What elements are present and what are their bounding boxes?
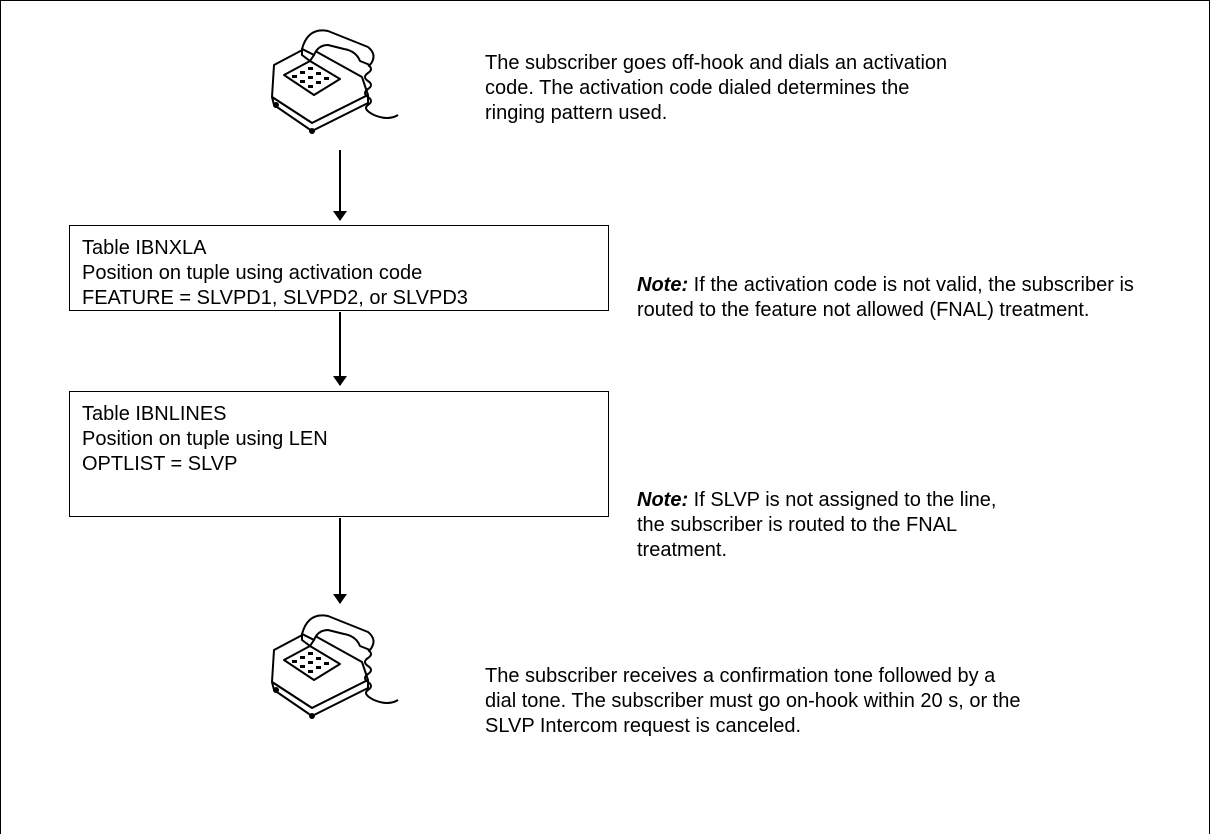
note-invalid-code: Note: If the activation code is not vali… [637,273,1137,323]
start-description: The subscriber goes off-hook and dials a… [485,52,948,124]
table-ibnxla-box: Table IBNXLA Position on tuple using act… [69,225,609,311]
box2-line2: Position on tuple using LEN [82,428,328,450]
telephone-icon [271,29,399,134]
telephone-icon [271,614,399,719]
box2-line3: OPTLIST = SLVP [82,453,238,475]
note-label: Note: [637,489,689,511]
note-slvp-not-assigned: Note: If SLVP is not assigned to the lin… [637,488,1017,563]
box1-line3: FEATURE = SLVPD1, SLVPD2, or SLVPD3 [82,287,468,309]
box1-line2: Position on tuple using activation code [82,262,423,284]
note-label: Note: [637,274,689,296]
note-text: If the activation code is not valid, the… [637,274,1134,321]
box2-line1: Table IBNLINES [82,403,227,425]
note-text: If SLVP is not assigned to the line, the… [637,489,997,561]
box1-line1: Table IBNXLA [82,237,207,259]
table-ibnlines-box: Table IBNLINES Position on tuple using L… [69,391,609,517]
end-description: The subscriber receives a confirmation t… [485,665,1021,737]
